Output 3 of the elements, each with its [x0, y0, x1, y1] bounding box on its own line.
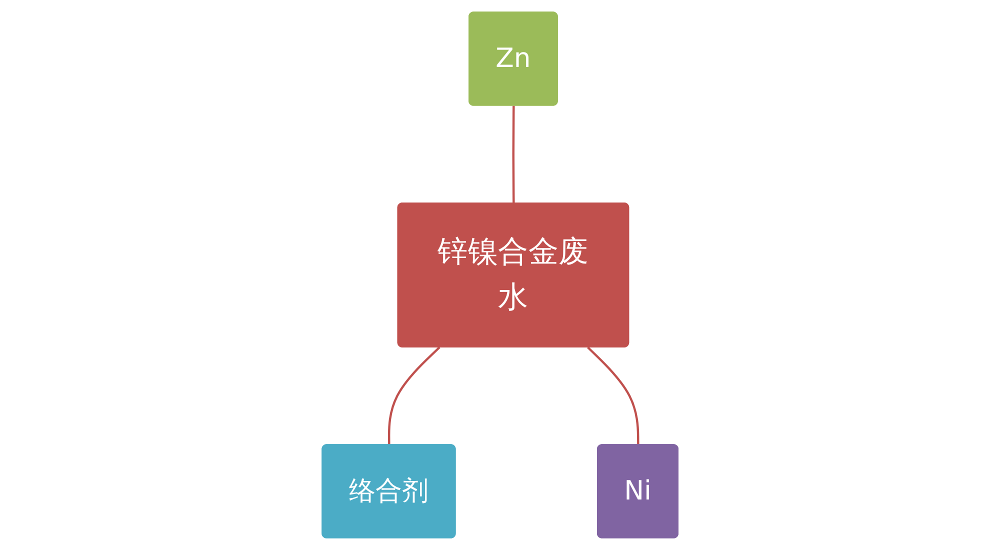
- connector: [586, 346, 640, 446]
- connector: [388, 346, 440, 446]
- connector: [512, 106, 515, 204]
